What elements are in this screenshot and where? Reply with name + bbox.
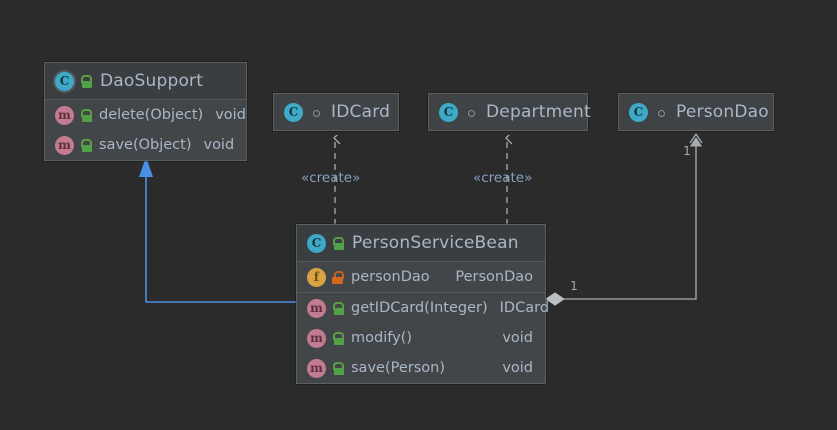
method-icon: m xyxy=(307,358,326,378)
method-icon: m xyxy=(55,105,74,125)
class-name-label: IDCard xyxy=(331,102,391,122)
method-icon: m xyxy=(307,298,326,318)
class-node-header-persondao[interactable]: C PersonDao xyxy=(619,94,773,130)
member-type-label: IDCard xyxy=(499,300,550,316)
class-icon: C xyxy=(307,233,326,253)
member-name-label: save(Object) xyxy=(99,137,192,153)
class-icon: C xyxy=(629,102,648,122)
class-node-personservicebean[interactable]: C PersonServiceBean f personDao PersonDa… xyxy=(296,224,549,384)
public-unlocked-icon xyxy=(332,331,344,345)
class-node-daosupport[interactable]: C DaoSupport m delete(Object) void m sav… xyxy=(44,62,247,161)
class-icon: C xyxy=(55,71,74,91)
member-name-label: getIDCard(Integer) xyxy=(351,300,488,316)
method-icon: m xyxy=(307,328,326,348)
class-node-idcard[interactable]: C IDCard xyxy=(273,93,399,131)
public-dot-icon xyxy=(655,106,668,119)
member-row[interactable]: m delete(Object) void xyxy=(45,100,246,130)
edge-inheritance-daosupport[interactable] xyxy=(139,157,296,303)
public-unlocked-icon xyxy=(80,74,92,88)
public-dot-icon xyxy=(310,106,323,119)
class-node-header-department[interactable]: C Department xyxy=(429,94,591,130)
public-unlocked-icon xyxy=(332,361,344,375)
class-node-body-daosupport: m delete(Object) void m save(Object) voi… xyxy=(45,100,246,160)
class-node-header-idcard[interactable]: C IDCard xyxy=(274,94,398,130)
multiplicity-source-persondao: 1 xyxy=(570,278,578,293)
public-dot-icon xyxy=(465,106,478,119)
public-unlocked-icon xyxy=(80,108,92,122)
member-name-label: modify() xyxy=(351,330,412,346)
public-unlocked-icon xyxy=(332,236,344,250)
member-type-label: void xyxy=(215,107,246,123)
class-name-label: PersonServiceBean xyxy=(352,233,519,253)
public-unlocked-icon xyxy=(80,138,92,152)
class-icon: C xyxy=(439,102,458,122)
member-type-label: void xyxy=(502,330,533,346)
member-row[interactable]: m save(Person) void xyxy=(297,353,545,383)
member-type-label: PersonDao xyxy=(455,269,533,285)
member-type-label: void xyxy=(203,137,235,153)
class-name-label: DaoSupport xyxy=(100,71,204,91)
class-node-department[interactable]: C Department xyxy=(428,93,591,131)
member-row[interactable]: m modify() void xyxy=(297,323,545,353)
member-row[interactable]: m getIDCard(Integer) IDCard xyxy=(297,293,549,323)
edge-label-create-idcard: «create» xyxy=(301,170,361,186)
class-name-label: PersonDao xyxy=(676,102,769,122)
member-row[interactable]: f personDao PersonDao xyxy=(297,262,545,292)
private-locked-icon xyxy=(332,270,344,284)
class-node-header-daosupport[interactable]: C DaoSupport xyxy=(45,63,246,100)
method-icon: m xyxy=(55,135,74,155)
multiplicity-target-persondao: 1 xyxy=(683,143,691,158)
public-unlocked-icon xyxy=(332,301,344,315)
class-node-header-personservicebean[interactable]: C PersonServiceBean xyxy=(297,225,545,262)
member-name-label: save(Person) xyxy=(351,360,445,376)
class-node-persondao[interactable]: C PersonDao xyxy=(618,93,774,131)
class-icon: C xyxy=(284,102,303,122)
methods-section: m delete(Object) void m save(Object) voi… xyxy=(45,100,246,160)
member-row[interactable]: m save(Object) void xyxy=(45,130,246,160)
fields-section: f personDao PersonDao xyxy=(297,262,545,292)
methods-section: m getIDCard(Integer) IDCard m modify() v… xyxy=(297,292,549,383)
edge-label-create-department: «create» xyxy=(473,170,533,186)
class-node-body-personservicebean: f personDao PersonDao m getIDCard(Intege… xyxy=(297,262,549,383)
member-type-label: void xyxy=(502,360,533,376)
member-name-label: delete(Object) xyxy=(99,107,204,123)
member-name-label: personDao xyxy=(351,269,430,285)
class-name-label: Department xyxy=(486,102,591,122)
field-icon: f xyxy=(307,267,326,287)
